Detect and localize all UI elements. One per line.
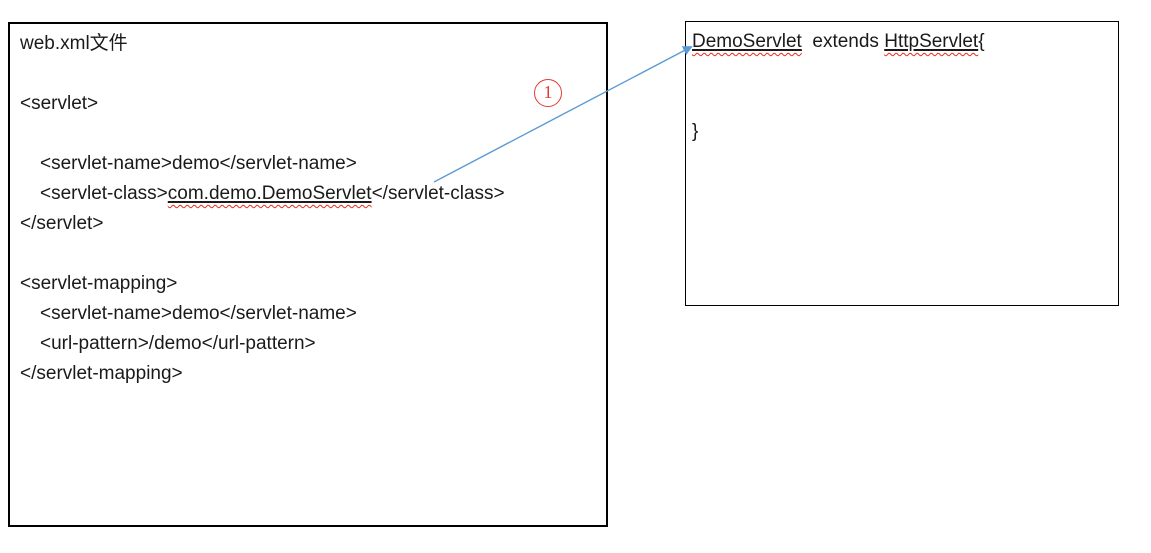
- webxml-title: web.xml文件: [20, 33, 128, 54]
- blank-line: [692, 57, 1112, 87]
- close-brace-line: }: [692, 121, 699, 142]
- servlet-close-tag-line: </servlet>: [20, 213, 104, 234]
- superclass-name: HttpServlet: [884, 31, 979, 52]
- servlet-class-line: <servlet-class>com.demo.DemoServlet</ser…: [20, 179, 598, 209]
- blank-line: [20, 239, 598, 269]
- mapping-servlet-name-line: <servlet-name>demo</servlet-name>: [40, 303, 357, 324]
- servlet-mapping-open-line: <servlet-mapping>: [20, 273, 178, 294]
- extends-keyword: extends: [801, 31, 885, 52]
- blank-line: [20, 119, 598, 149]
- servlet-open-tag-line: <servlet>: [20, 93, 99, 114]
- open-brace: {: [978, 31, 985, 52]
- superclass-underline: HttpServlet: [884, 31, 978, 52]
- java-class-box: DemoServlet extends HttpServlet{ }: [685, 21, 1119, 306]
- class-name-underline: DemoServlet: [692, 31, 802, 52]
- step-1-badge: 1: [534, 79, 562, 107]
- url-pattern-line: <url-pattern>/demo</url-pattern>: [40, 333, 316, 354]
- servlet-class-value-underline: com.demo.DemoServlet: [168, 183, 372, 204]
- servlet-mapping-close-line: </servlet-mapping>: [20, 363, 183, 384]
- step-number: 1: [543, 82, 553, 102]
- blank-line: [692, 87, 1112, 117]
- class-declaration-line: DemoServlet extends HttpServlet{: [692, 27, 1112, 57]
- servlet-class-value: com.demo.DemoServlet: [167, 183, 372, 204]
- servlet-class-open-tag: <servlet-class>: [40, 183, 168, 204]
- servlet-name-line: <servlet-name>demo</servlet-name>: [40, 153, 357, 174]
- class-name: DemoServlet: [692, 31, 802, 52]
- servlet-class-close-tag: </servlet-class>: [371, 183, 505, 204]
- blank-line: [20, 59, 598, 89]
- webxml-file-box: web.xml文件 <servlet> <servlet-name>demo</…: [8, 22, 608, 527]
